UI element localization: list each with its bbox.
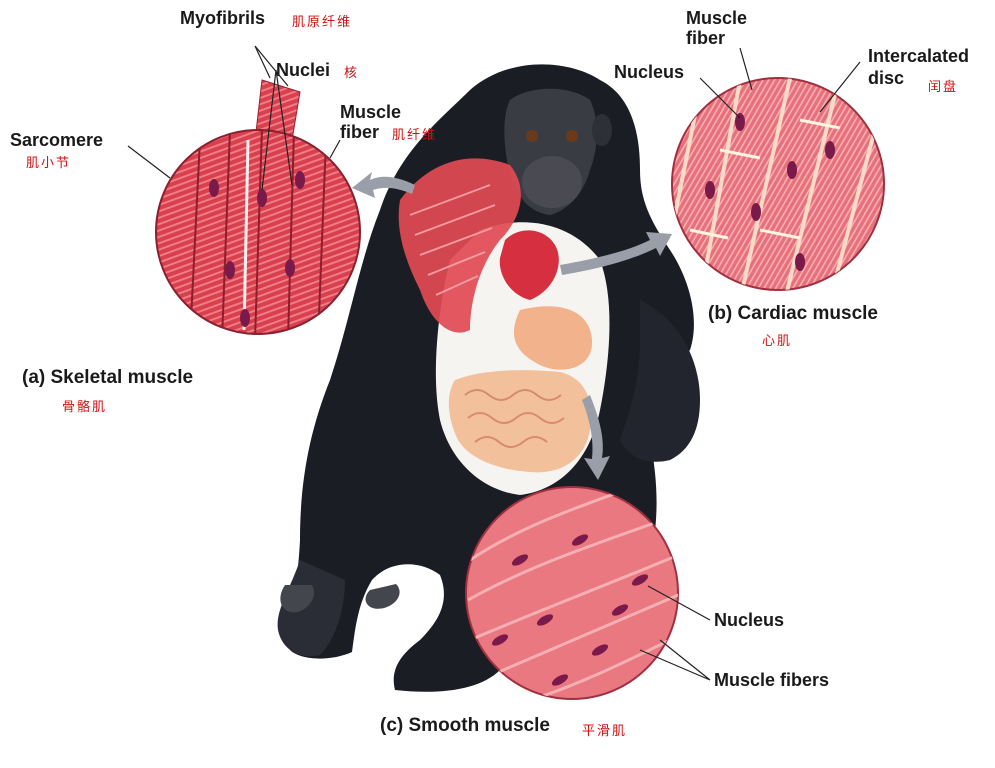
chimp-ear [592,114,612,146]
chimp-muzzle [522,156,582,208]
label-intercalated-line1: Intercalated [868,46,970,66]
label-muscle-fiber-b-line1: Muscle [686,8,748,28]
smooth-nucleus [571,534,589,546]
label-myofibrils-zh: 肌原纤维 [292,15,353,30]
chimp-right-eye [566,130,578,142]
label-muscle-fiber-a-line1: Muscle [340,102,402,122]
label-myofibrils: Myofibrils [180,8,266,28]
cardiac-nucleus [825,141,835,159]
caption-cardiac-zh: 心肌 [762,334,793,349]
skeletal-nucleus [257,189,267,207]
organs [398,158,593,473]
chimp-left-eye [526,130,538,142]
leader-lines-skeletal [127,45,341,191]
arrow-to-cardiac [560,232,672,275]
label-muscle-fiber-b-line2: fiber [686,28,726,48]
label-muscle-fibers-c: Muscle fibers [714,670,830,690]
label-sarcomere: Sarcomere [10,130,104,150]
smooth-nucleus [551,674,569,686]
cardiac-muscle-magnified [671,47,885,291]
stomach [513,306,593,370]
label-intercalated-zh: 闰盘 [928,80,959,95]
caption-cardiac: (b) Cardiac muscle [708,303,878,324]
label-muscle-fiber-a-zh: 肌纤维 [392,128,438,143]
heart [499,230,559,300]
label-nuclei-zh: 核 [344,66,360,81]
smooth-nucleus [591,644,609,656]
smooth-nucleus [491,634,509,646]
pectoral-striations [409,184,496,296]
arrow-to-smooth [582,395,610,480]
label-muscle-fiber-a-line2: fiber [340,122,380,142]
label-nucleus-b: Nucleus [614,62,685,82]
skeletal-nucleus [285,259,295,277]
label-intercalated-line2: disc [868,68,905,88]
caption-skeletal: (a) Skeletal muscle [22,367,194,388]
smooth-nucleus [611,604,629,616]
cardiac-nucleus [735,113,745,131]
chimp-foot-right [365,584,400,609]
cardiac-nucleus [787,161,797,179]
skeletal-nucleus [295,171,305,189]
chimp-left-leg [277,560,345,657]
caption-smooth: (c) Smooth muscle [380,715,550,736]
pectoral-muscle [398,158,521,333]
cardiac-nucleus [795,253,805,271]
skeletal-nucleus [225,261,235,279]
smooth-nucleus [511,554,529,566]
smooth-muscle-magnified [465,486,711,700]
skeletal-nucleus [240,309,250,327]
intercalated-disc-line [689,118,841,240]
label-nucleus-c: Nucleus [714,610,785,630]
pointer-arrows [352,172,672,480]
leader-lines-cardiac [699,47,861,119]
caption-skeletal-zh: 骨骼肌 [62,400,108,415]
intestine-loops [464,389,565,448]
leader-lines-smooth [639,585,711,681]
chimp-right-arm [620,300,700,462]
cardiac-nucleus [705,181,715,199]
smooth-nucleus [631,574,649,586]
arrow-to-skeletal [352,172,415,198]
chimp-foot-left [280,585,315,613]
intestines [448,370,592,473]
skeletal-muscle-magnified [127,45,361,335]
cardiac-nucleus [751,203,761,221]
smooth-nucleus [536,614,554,626]
skeletal-nucleus [209,179,219,197]
label-sarcomere-zh: 肌小节 [26,156,72,171]
label-nuclei: Nuclei [276,60,331,80]
sarcomere-line [242,139,250,331]
caption-smooth-zh: 平滑肌 [582,724,628,739]
